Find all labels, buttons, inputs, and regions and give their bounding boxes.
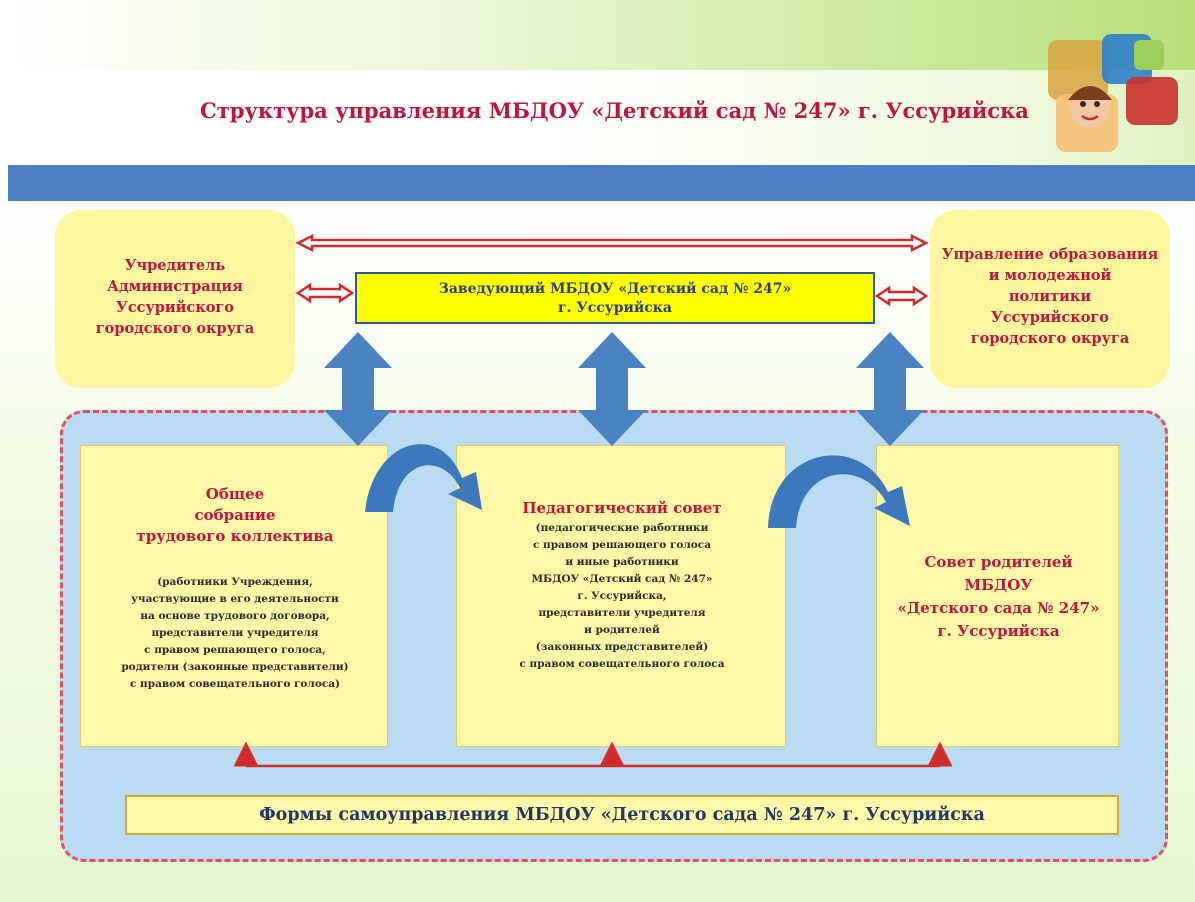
pedagogical-council-desc-line: МБДОУ «Детский сад № 247» — [531, 573, 713, 585]
head-box: Заведующий МБДОУ «Детский сад № 247» г. … — [355, 272, 875, 324]
general-meeting-desc-line: родители (законные представители) — [121, 661, 349, 673]
founder-panel-double-arrow-icon — [324, 332, 392, 446]
general-meeting-desc-line: на основе трудового договора, — [140, 610, 330, 622]
founder-line: Администрация — [107, 278, 243, 295]
pedagogical-council-desc-line: представители учредителя — [538, 607, 706, 619]
general-meeting-title-line: Общее — [205, 485, 265, 503]
head-panel-double-arrow-icon — [578, 332, 646, 446]
head-text: Заведующий МБДОУ «Детский сад № 247» г. … — [357, 280, 873, 318]
pedagogical-to-parents-curved-arrow-icon — [768, 455, 910, 528]
head-line: г. Уссурийска — [558, 300, 672, 316]
general-meeting-desc-line: с правом совещательного голоса) — [130, 678, 340, 690]
pedagogical-council-panel: Педагогический совет (педагогические раб… — [456, 445, 786, 747]
general-meeting-desc-line: представители учредителя — [151, 627, 319, 639]
parents-council-title-line: «Детского сада № 247» — [897, 599, 1100, 617]
pedagogical-council-desc-line: с правом совещательного голоса — [519, 658, 725, 670]
pedagogical-council-description: (педагогические работники с правом решаю… — [457, 520, 787, 673]
education-department-text: Управление образования и молодежной поли… — [930, 244, 1170, 349]
founder-box: Учредитель Администрация Уссурийского го… — [55, 210, 295, 388]
education-department-box: Управление образования и молодежной поли… — [930, 210, 1170, 388]
self-government-box: Формы самоуправления МБДОУ «Детского сад… — [125, 795, 1119, 835]
head-education-double-arrow-icon — [874, 285, 929, 307]
education-department-line: городского округа — [970, 330, 1130, 347]
logo-illustration-icon — [1048, 34, 1178, 152]
founder-head-double-arrow-icon — [295, 282, 355, 304]
founder-line: Уссурийского — [116, 299, 234, 316]
general-meeting-panel: Общее собрание трудового коллектива (раб… — [80, 445, 388, 747]
pedagogical-council-desc-line: г. Уссурийска, — [577, 590, 667, 602]
education-panel-double-arrow-icon — [856, 332, 924, 446]
pedagogical-council-desc-line: (педагогические работники — [535, 522, 709, 534]
top-gradient-band — [0, 0, 1195, 70]
blue-divider-band — [8, 165, 1195, 201]
head-line: Заведующий МБДОУ «Детский сад № 247» — [438, 281, 792, 297]
general-meeting-description: (работники Учреждения, участвующие в его… — [81, 574, 389, 693]
parents-council-title-line: МБДОУ — [964, 576, 1033, 594]
education-department-line: Управление образования — [941, 246, 1159, 263]
education-department-line: Уссурийского — [991, 309, 1109, 326]
founder-line: Учредитель — [124, 257, 226, 274]
parents-council-title-line: Совет родителей — [924, 553, 1073, 571]
general-meeting-title: Общее собрание трудового коллектива — [81, 484, 389, 547]
general-to-pedagogical-curved-arrow-icon — [365, 444, 482, 512]
general-meeting-title-line: трудового коллектива — [136, 527, 334, 545]
panel-connector-line — [233, 741, 953, 768]
pedagogical-council-desc-line: и иные работники — [565, 556, 679, 568]
general-meeting-desc-line: (работники Учреждения, — [157, 576, 313, 588]
parents-council-title: Совет родителей МБДОУ «Детского сада № 2… — [877, 551, 1120, 643]
education-department-line: политики — [1008, 288, 1092, 305]
general-meeting-desc-line: участвующие в его деятельности — [131, 593, 339, 605]
parents-council-panel: Совет родителей МБДОУ «Детского сада № 2… — [876, 445, 1119, 747]
pedagogical-council-desc-line: (законных представителей) — [535, 641, 709, 653]
general-meeting-desc-line: с правом решающего голоса, — [144, 644, 326, 656]
self-government-label: Формы самоуправления МБДОУ «Детского сад… — [259, 805, 985, 825]
pedagogical-council-desc-line: и родителей — [584, 624, 660, 636]
header-area — [0, 70, 1195, 165]
parents-council-title-line: г. Уссурийска — [937, 622, 1060, 640]
pedagogical-council-desc-line: с правом решающего голоса — [532, 539, 711, 551]
slide-title: Структура управления МБДОУ «Детский сад … — [200, 98, 1029, 123]
pedagogical-council-title: Педагогический совет — [522, 499, 722, 517]
education-department-line: и молодежной — [988, 267, 1112, 284]
general-meeting-title-line: собрание — [194, 506, 276, 524]
founder-text: Учредитель Администрация Уссурийского го… — [55, 255, 295, 339]
founder-line: городского округа — [95, 320, 255, 337]
founder-education-double-arrow-icon — [295, 233, 929, 253]
